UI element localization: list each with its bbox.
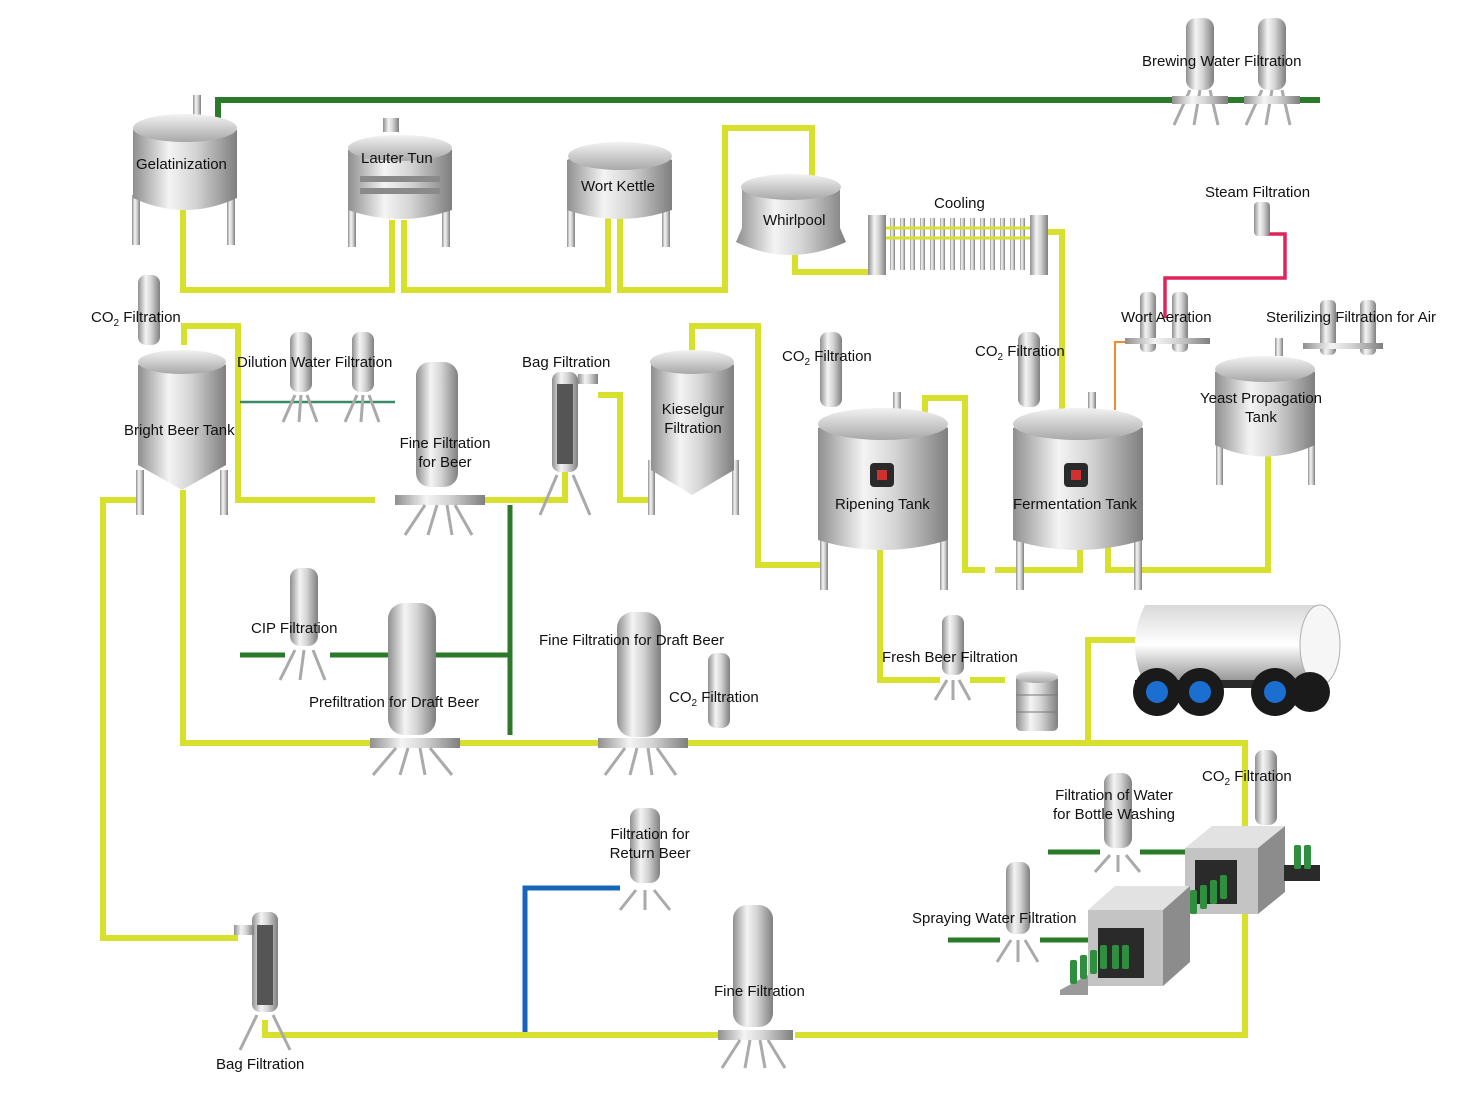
label-bag-filtration-bottom: Bag Filtration <box>216 1056 305 1073</box>
brewing-water-line <box>215 97 1320 118</box>
label-cip-filtration: CIP Filtration <box>251 620 338 637</box>
fine-filter-bottom <box>718 905 793 1069</box>
tank-truck <box>1133 604 1341 716</box>
label-co2-filtration-ripening: CO2 Filtration <box>782 348 872 368</box>
label-bag-filtration-top: Bag Filtration <box>522 354 611 371</box>
co2-filter-bottling <box>1255 750 1277 825</box>
beer-keg <box>1016 671 1058 731</box>
return-beer-filter <box>618 808 672 911</box>
label-co2-filtration-bright-beer: CO2 Filtration <box>91 309 181 329</box>
co2-filter-ripening <box>820 332 842 407</box>
wort-kettle <box>567 142 672 247</box>
draft-prefilter <box>370 603 460 776</box>
label-steam-filtration: Steam Filtration <box>1205 184 1311 201</box>
dilution-water-filter-1 <box>281 332 319 423</box>
ripening-tank <box>818 392 948 590</box>
label-cooling: Cooling <box>934 195 985 212</box>
bottle-washing-machine <box>1185 826 1320 914</box>
wort-aeration-filter-1 <box>1140 292 1156 352</box>
brewing-water-filter-1 <box>1172 18 1228 126</box>
lauter-tun <box>348 118 452 247</box>
co2-filter-fermentation <box>1018 332 1040 407</box>
label-fresh-beer-filtration: Fresh Beer Filtration <box>882 649 1018 666</box>
bottle-washing-water-filter <box>1093 773 1142 873</box>
label-ripening-tank: Ripening Tank <box>835 496 930 513</box>
co2-filter-draft <box>708 653 730 728</box>
label-bright-beer-tank: Bright Beer Tank <box>124 422 235 439</box>
label-co2-filtration-fermentation: CO2 Filtration <box>975 343 1065 363</box>
label-wort-kettle: Wort Kettle <box>581 178 655 195</box>
label-co2-filtration-draft: CO2 Filtration <box>669 689 759 709</box>
steam-filter <box>1254 202 1270 236</box>
label-spraying-water-filtration: Spraying Water Filtration <box>912 910 1077 927</box>
air-filter-1 <box>1320 300 1336 355</box>
label-fine-filtration: Fine Filtration <box>714 983 805 1000</box>
spraying-water-filter <box>995 862 1040 963</box>
label-gelatinization: Gelatinization <box>136 156 227 173</box>
label-fine-filtration-for-draft-beer: Fine Filtration for Draft Beer <box>539 632 725 649</box>
label-whirlpool: Whirlpool <box>763 212 826 229</box>
label-co2-filtration-bottling: CO2 Filtration <box>1202 768 1292 788</box>
label-lauter-tun: Lauter Tun <box>361 150 433 167</box>
air-filter-2 <box>1360 300 1376 355</box>
label-brewing-water-filtration: Brewing Water Filtration <box>1142 53 1302 70</box>
cooling-exchanger <box>868 215 1048 275</box>
fermentation-tank <box>1013 392 1143 590</box>
gelatinization-tank <box>132 95 237 245</box>
fine-beer-filter <box>395 362 485 536</box>
wort-aeration-filter-2 <box>1172 292 1188 352</box>
label-sterilizing-filtration-for-air: Sterilizing Filtration for Air <box>1266 309 1437 326</box>
label-prefiltration-for-draft-beer: Prefiltration for Draft Beer <box>309 694 480 711</box>
steam-line <box>1163 232 1287 318</box>
label-wort-aeration: Wort Aeration <box>1121 309 1212 326</box>
dilution-water-filter-2 <box>343 332 381 423</box>
bag-filter-top <box>538 372 598 516</box>
bottles <box>1070 845 1311 984</box>
bag-filter-bottom <box>234 912 292 1051</box>
fresh-beer-filter <box>933 615 972 701</box>
air-line <box>1114 341 1135 410</box>
kieselgur-filter <box>648 350 739 515</box>
yeast-propagation-tank <box>1215 338 1315 485</box>
label-fermentation-tank: Fermentation Tank <box>1013 496 1137 513</box>
filter-housings <box>138 18 1383 1069</box>
draft-fine-filter <box>598 612 688 776</box>
wort-lines <box>100 125 1271 1038</box>
cip-filter <box>278 568 327 681</box>
bottle-filling-machine <box>1060 886 1190 995</box>
label-dilution-water-filtration: Dilution Water Filtration <box>237 354 393 371</box>
whirlpool <box>736 174 846 255</box>
bright-beer-tank <box>136 350 228 515</box>
return-beer-line <box>522 885 620 1032</box>
brewing-water-filter-2 <box>1244 18 1300 126</box>
co2-filter-bright-beer <box>138 275 160 345</box>
